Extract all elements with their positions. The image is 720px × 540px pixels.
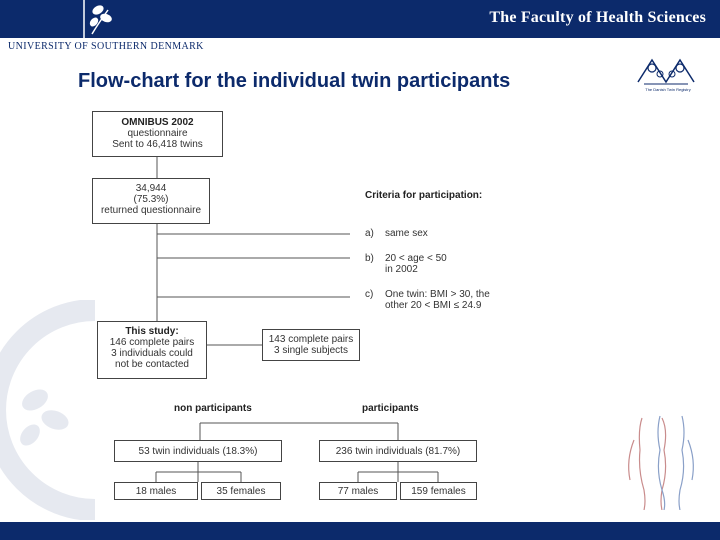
header-bar: The Faculty of Health Sciences: [0, 0, 720, 38]
study-line: 146 complete pairs: [109, 337, 195, 348]
university-seal-watermark-icon: [0, 300, 96, 520]
registry-caption: The Danish Twin Registry: [645, 87, 691, 92]
omnibus-title: OMNIBUS 2002: [121, 117, 194, 128]
participants-total-box: 236 twin individuals (81.7%): [319, 440, 477, 462]
criterion-label: c): [365, 289, 374, 300]
omnibus-line: Sent to 46,418 twins: [112, 139, 203, 150]
twin-registry-logo-icon: [637, 58, 695, 85]
participants-females-box: 159 females: [400, 482, 477, 500]
omnibus-box: OMNIBUS 2002 questionnaire Sent to 46,41…: [92, 111, 223, 157]
leaf-logo-icon: [83, 0, 112, 38]
complete-pairs-box: 143 complete pairs 3 single subjects: [262, 329, 360, 361]
non-participants-total-box: 53 twin individuals (18.3%): [114, 440, 282, 462]
criterion-text: One twin: BMI > 30, the: [385, 289, 490, 300]
study-title: This study:: [125, 326, 179, 337]
university-name: University of Southern Denmark: [8, 41, 204, 52]
participants-males-box: 77 males: [319, 482, 397, 500]
footer-bar: [0, 522, 720, 540]
non-participants-label: non participants: [174, 403, 252, 414]
study-box: This study: 146 complete pairs 3 individ…: [97, 321, 207, 379]
criterion-text: same sex: [385, 228, 428, 239]
returned-percent: (75.3%): [133, 194, 169, 205]
criterion-text: in 2002: [385, 264, 418, 275]
complete-pairs-line: 3 single subjects: [274, 345, 348, 356]
criterion-label: a): [365, 228, 374, 239]
faculty-name: The Faculty of Health Sciences: [489, 9, 706, 26]
criterion-label: b): [365, 253, 374, 264]
criterion-text: 20 < age < 50: [385, 253, 447, 264]
participants-label: participants: [362, 403, 419, 414]
returned-count: 34,944: [135, 183, 167, 194]
omnibus-line: questionnaire: [127, 128, 188, 139]
human-body-illustration-icon: [628, 415, 694, 510]
non-participants-males-box: 18 males: [114, 482, 198, 500]
study-line: not be contacted: [115, 359, 189, 370]
criteria-heading: Criteria for participation:: [365, 190, 483, 201]
study-line: 3 individuals could: [111, 348, 193, 359]
complete-pairs-line: 143 complete pairs: [268, 334, 354, 345]
non-participants-females-box: 35 females: [201, 482, 281, 500]
returned-label: returned questionnaire: [100, 205, 202, 216]
returned-box: 34,944 (75.3%) returned questionnaire: [92, 178, 210, 224]
slide-title: Flow-chart for the individual twin parti…: [78, 70, 511, 92]
criterion-text: other 20 < BMI ≤ 24.9: [385, 300, 482, 311]
criterion-a: a) same sex: [365, 228, 428, 239]
